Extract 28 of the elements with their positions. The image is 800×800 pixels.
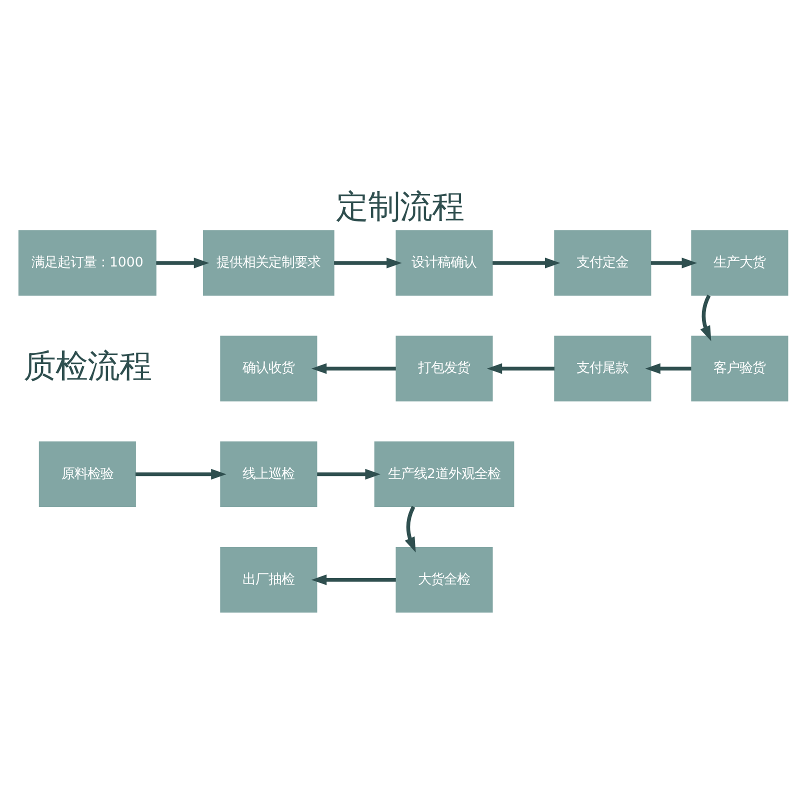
arrow	[156, 258, 210, 268]
arrow	[486, 363, 554, 374]
arrow	[700, 294, 712, 342]
arrow	[334, 258, 402, 268]
arrow	[645, 363, 692, 374]
node-box: 支付定金	[554, 230, 652, 296]
node-box: 设计稿确认	[396, 230, 493, 296]
node-box: 确认收货	[220, 336, 318, 402]
node-box: 生产线2道外观全检	[374, 441, 514, 508]
arrow	[311, 363, 396, 374]
node-box: 满足起订量：1000	[18, 230, 156, 296]
node-box: 支付尾款	[554, 336, 652, 402]
node-box: 打包发货	[396, 336, 493, 402]
arrow	[492, 258, 560, 268]
node-box: 提供相关定制要求	[203, 230, 334, 296]
node-box: 原料检验	[38, 441, 136, 508]
arrow	[136, 468, 226, 480]
node-box: 生产大货	[691, 230, 788, 296]
arrow	[650, 258, 698, 268]
node-box: 线上巡检	[220, 441, 318, 508]
arrow	[317, 468, 380, 480]
label: 质检流程	[23, 346, 152, 385]
arrow	[404, 506, 416, 553]
diagram-title: 定制流程	[336, 187, 464, 226]
arrow	[311, 574, 396, 586]
node-box: 出厂抽检	[220, 547, 318, 613]
node-box: 大货全检	[396, 547, 493, 613]
node-box: 客户验货	[691, 336, 788, 402]
